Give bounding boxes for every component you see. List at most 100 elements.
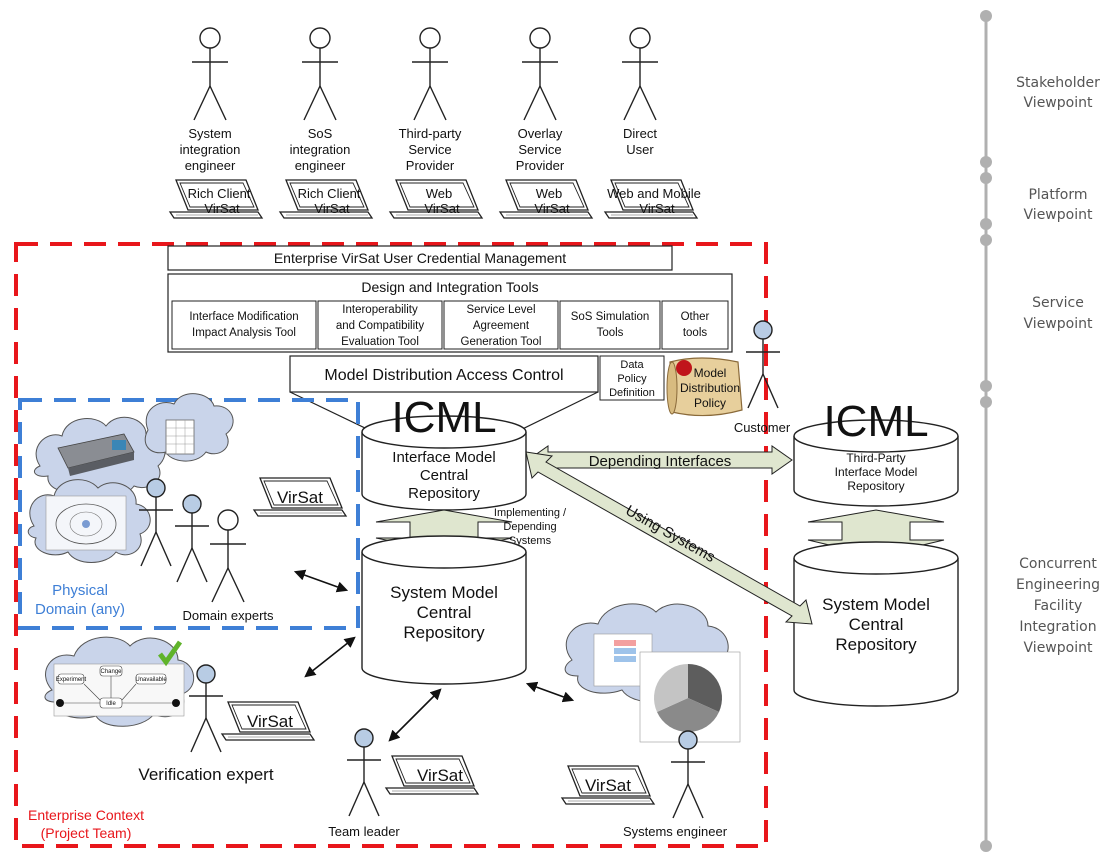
platform-labels: Rich Client VirSat Rich Client VirSat We…	[188, 186, 701, 216]
tool-4-l2: tools	[683, 327, 708, 339]
domain-laptop: VirSat	[253, 477, 347, 517]
systems-engineer: Systems engineer	[623, 730, 728, 839]
data-policy-l1: Data	[620, 359, 644, 371]
stakeholder-figures	[191, 27, 659, 121]
central-repo-l2: Central	[420, 467, 468, 484]
verification-cloud: Experiment Change Unavailable Idle	[44, 636, 194, 727]
physical-domain-boundary	[18, 398, 360, 630]
viewpoint-cef-l1: Concurrent	[1019, 556, 1097, 572]
system-model-central-repository: System Model Central Repository	[361, 535, 527, 685]
interaction-arrows	[293, 569, 575, 742]
viewpoint-platform-l1: Platform	[1028, 187, 1087, 203]
third-party-icml-label: ICML	[823, 397, 928, 446]
tool-0-l2: Impact Analysis Tool	[192, 327, 296, 339]
domain-experts-label: Domain experts	[182, 608, 274, 623]
viewpoint-cef-l4: Integration	[1019, 619, 1096, 635]
stakeholder-sos-integration-figure	[301, 27, 339, 121]
access-control-box: Model Distribution Access Control	[289, 355, 599, 441]
central-repo-l1: Interface Model	[392, 449, 495, 466]
viewpoint-cef-l2: Engineering	[1016, 577, 1100, 593]
tool-0-l1: Interface Modification	[189, 311, 298, 323]
design-tools-title: Design and Integration Tools	[361, 279, 538, 295]
equipment-icon	[57, 433, 135, 476]
platform-1-l2: VirSat	[314, 201, 350, 216]
team-leader: Team leader	[328, 728, 400, 839]
customer-figure	[745, 320, 781, 409]
state-change: Change	[100, 669, 122, 675]
systems-engineer-figure	[670, 730, 706, 819]
platform-4-l1: Web and Mobile	[607, 186, 701, 201]
system-model-l2: Central	[417, 603, 472, 622]
orbit-diagram-icon	[45, 495, 127, 551]
icml-label: ICML	[391, 393, 496, 442]
verification-expert: Verification expert	[138, 664, 274, 784]
using-systems-label: Using Systems	[622, 502, 717, 566]
platform-0-l1: Rich Client	[188, 186, 251, 201]
credential-management-label: Enterprise VirSat User Credential Manage…	[274, 250, 566, 266]
implementing-l3: Systems	[509, 535, 552, 547]
wax-seal-icon	[676, 360, 692, 376]
team-leader-laptop-label: VirSat	[417, 766, 463, 785]
physical-domain-l1: Physical	[52, 582, 108, 599]
platform-3-l1: Web	[536, 186, 563, 201]
depending-interfaces-arrow: Depending Interfaces	[527, 445, 793, 475]
platform-2-l1: Web	[426, 186, 453, 201]
customer-label: Customer	[734, 420, 791, 435]
systems-engineer-cloud	[564, 603, 741, 743]
team-leader-laptop: VirSat	[385, 755, 479, 795]
stakeholder-third-party-figure	[411, 27, 449, 121]
credential-management-box: Enterprise VirSat User Credential Manage…	[167, 245, 673, 271]
state-idle: Idle	[106, 701, 116, 707]
third-party-repo-l1: Third-Party	[846, 451, 905, 465]
stakeholder-system-integration-figure	[191, 27, 229, 121]
tool-3-l2: Tools	[597, 327, 624, 339]
systems-engineer-label: Systems engineer	[623, 824, 728, 839]
stakeholder-overlay-figure	[521, 27, 559, 121]
depending-interfaces-label: Depending Interfaces	[589, 453, 732, 470]
tool-3-l1: SoS Simulation	[571, 311, 650, 323]
team-leader-label: Team leader	[328, 824, 400, 839]
physical-domain-l2: Domain (any)	[35, 601, 125, 618]
tool-4-l1: Other	[681, 311, 710, 323]
domain-expert-figure	[174, 494, 210, 583]
domain-laptop-label: VirSat	[277, 488, 323, 507]
viewpoint-labels: Stakeholder Viewpoint Platform Viewpoint…	[1016, 75, 1100, 656]
platform-2-l2: VirSat	[424, 201, 460, 216]
verification-laptop: VirSat	[221, 701, 315, 741]
system-model-l3: Repository	[403, 623, 485, 642]
third-party-system-model-repository: System Model Central Repository	[793, 541, 959, 707]
data-policy-l3: Definition	[609, 387, 655, 399]
viewpoint-service-l2: Viewpoint	[1024, 316, 1093, 332]
viewpoint-cef-l3: Facility	[1034, 598, 1083, 614]
tp-system-model-l2: Central	[849, 615, 904, 634]
stakeholder-4-l1: Direct	[623, 126, 657, 141]
third-party-repo-l3: Repository	[847, 479, 904, 493]
verification-laptop-label: VirSat	[247, 712, 293, 731]
stakeholder-4-l2: User	[626, 142, 654, 157]
access-control-label: Model Distribution Access Control	[324, 367, 563, 384]
stakeholder-0-l2: integration	[180, 142, 241, 157]
interface-model-central-repository: ICML Interface Model Central Repository	[361, 393, 527, 511]
data-policy-box: Data Policy Definition	[599, 355, 665, 401]
tool-2-l3: Generation Tool	[461, 336, 542, 348]
platform-1-l1: Rich Client	[298, 186, 361, 201]
viewpoint-platform-l2: Viewpoint	[1024, 207, 1093, 223]
state-experiment: Experiment	[56, 677, 87, 683]
implementing-l2: Depending	[503, 521, 556, 533]
tool-1-l1: Interoperability	[342, 304, 418, 316]
stakeholder-1-l3: engineer	[295, 158, 346, 173]
viewpoint-cef-l5: Viewpoint	[1024, 640, 1093, 656]
using-systems-arrow: Using Systems	[525, 451, 813, 625]
spreadsheet-icon	[165, 419, 195, 455]
implementing-l1: Implementing /	[494, 507, 567, 519]
tool-1-l2: and Compatibility	[336, 320, 424, 332]
tool-1-l3: Evaluation Tool	[341, 336, 419, 348]
stakeholder-2-l2: Service	[408, 142, 451, 157]
distribution-policy-scroll: Model Distribution Policy	[666, 357, 743, 417]
distribution-policy-l1: Model	[694, 366, 727, 380]
platform-4-l2: VirSat	[639, 201, 675, 216]
domain-experts: Domain experts	[138, 478, 274, 623]
stakeholder-0-l3: engineer	[185, 158, 236, 173]
team-leader-figure	[346, 728, 382, 817]
